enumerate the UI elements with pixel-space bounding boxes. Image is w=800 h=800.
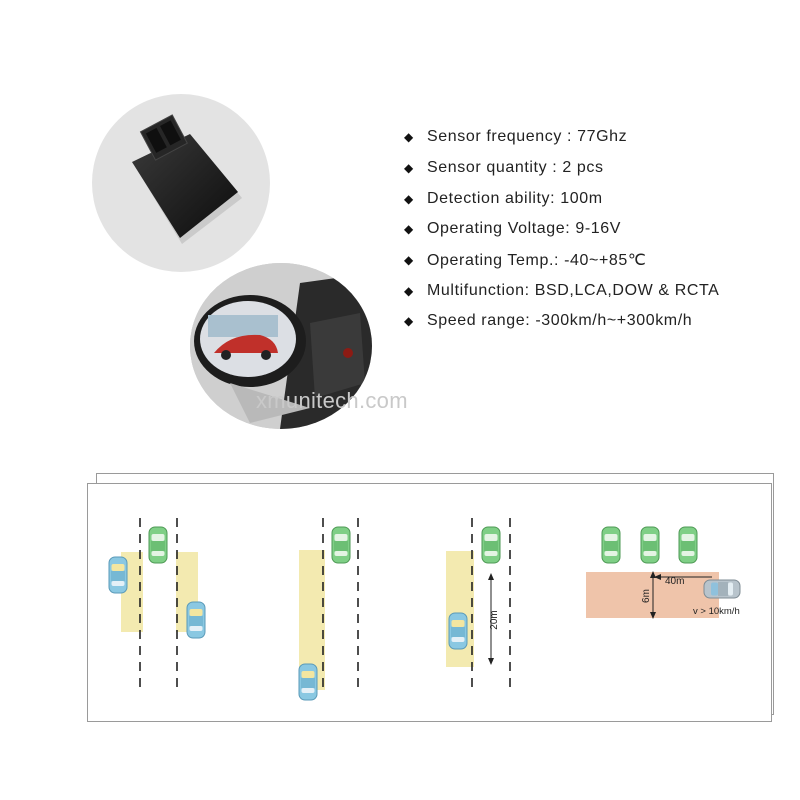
diamond-bullet-icon: ◆ bbox=[404, 283, 414, 298]
spec-item: ◆ Multifunction: BSD,LCA,DOW & RCTA bbox=[404, 275, 719, 306]
diagram-frame bbox=[87, 483, 772, 722]
diamond-bullet-icon: ◆ bbox=[404, 161, 414, 176]
spec-text: Detection ability: 100m bbox=[427, 189, 603, 207]
diamond-bullet-icon: ◆ bbox=[404, 191, 414, 206]
side-mirror-photo bbox=[190, 263, 372, 429]
spec-item: ◆ Sensor quantity : 2 pcs bbox=[404, 153, 719, 184]
spec-item: ◆ Speed range: -300km/h~+300km/h bbox=[404, 306, 719, 337]
spec-item: ◆ Detection ability: 100m bbox=[404, 183, 719, 214]
spec-item: ◆ Operating Temp.: -40~+85℃ bbox=[404, 245, 719, 276]
diamond-bullet-icon: ◆ bbox=[404, 222, 414, 237]
spec-text: Operating Voltage: 9-16V bbox=[427, 220, 622, 238]
spec-text: Sensor quantity : 2 pcs bbox=[427, 159, 604, 177]
diamond-bullet-icon: ◆ bbox=[404, 314, 414, 329]
spec-list: ◆ Sensor frequency : 77Ghz ◆ Sensor quanti… bbox=[404, 122, 719, 337]
spec-text: Operating Temp.: -40~+85℃ bbox=[427, 252, 647, 270]
diamond-bullet-icon: ◆ bbox=[404, 253, 414, 268]
spec-item: ◆ Operating Voltage: 9-16V bbox=[404, 214, 719, 245]
watermark: xmunitech.com bbox=[256, 388, 408, 413]
spec-text: Speed range: -300km/h~+300km/h bbox=[427, 312, 693, 330]
spec-item: ◆ Sensor frequency : 77Ghz bbox=[404, 122, 719, 153]
radar-sensor-photo bbox=[92, 94, 270, 272]
spec-text: Multifunction: BSD,LCA,DOW & RCTA bbox=[427, 281, 720, 299]
diamond-bullet-icon: ◆ bbox=[404, 130, 414, 145]
spec-text: Sensor frequency : 77Ghz bbox=[427, 128, 628, 146]
